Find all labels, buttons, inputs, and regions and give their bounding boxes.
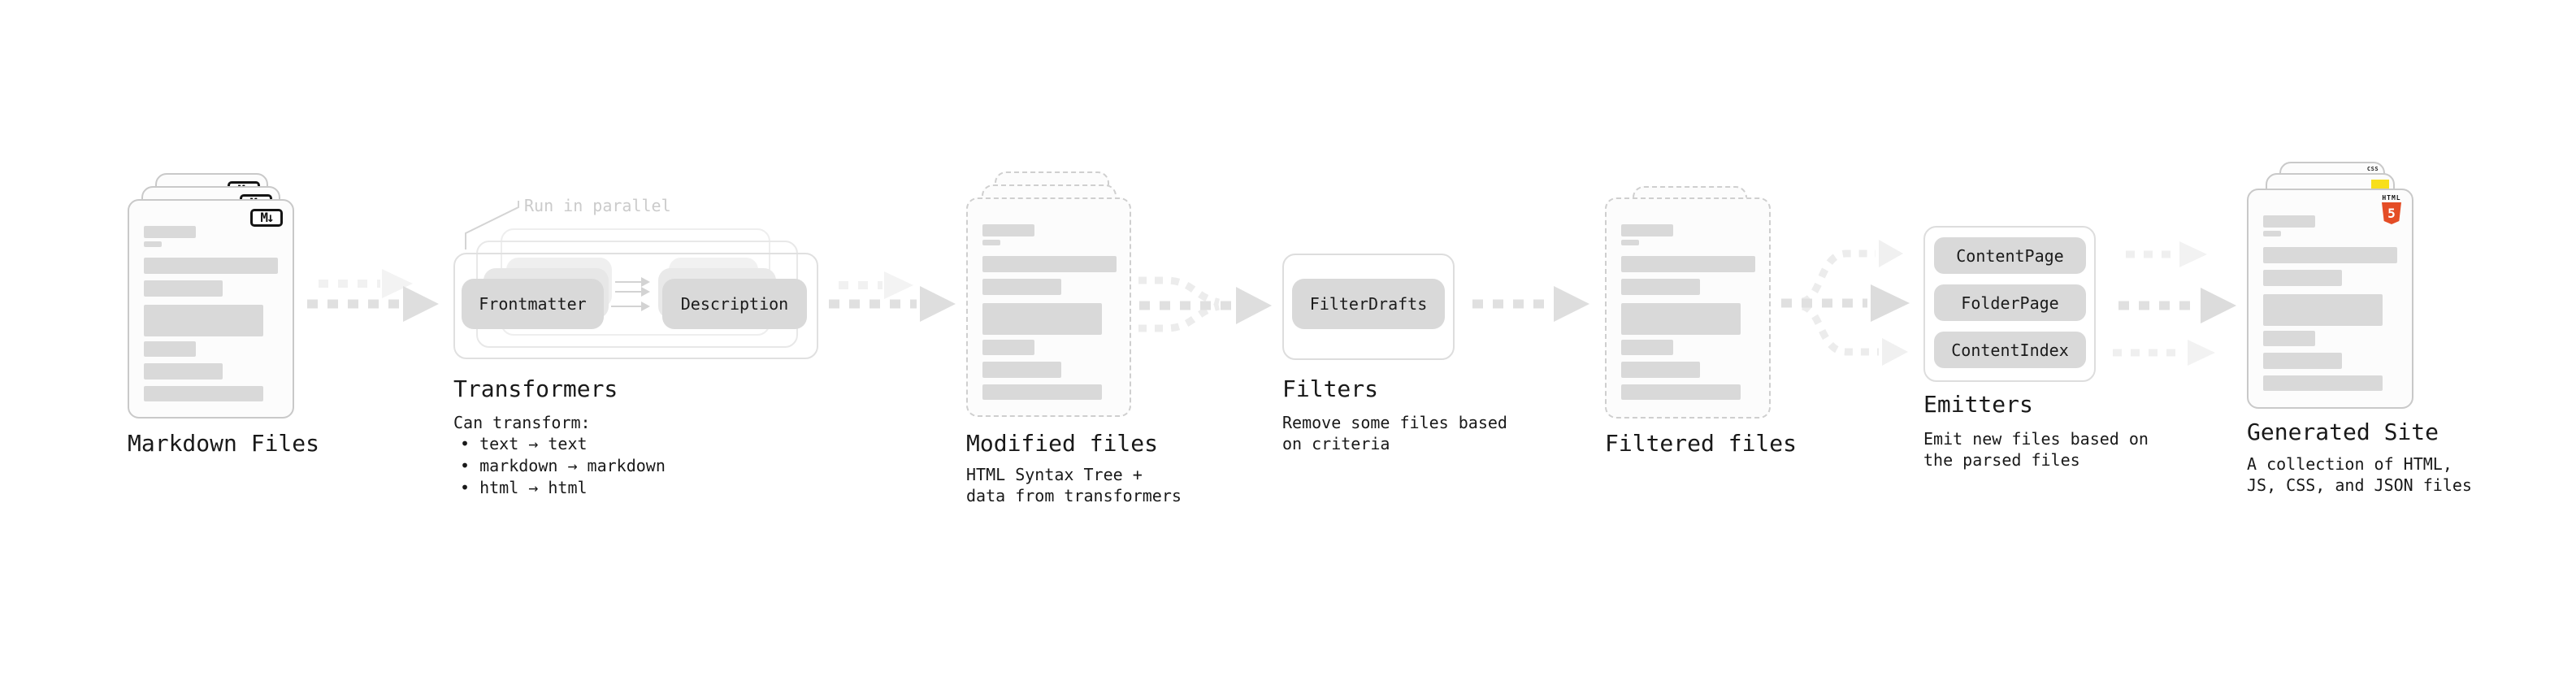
text-line-placeholder (144, 341, 196, 357)
text-line-placeholder (144, 386, 263, 401)
text-line-placeholder (1621, 384, 1741, 400)
text-line-placeholder (1621, 279, 1700, 295)
modified-file-card-front (966, 197, 1131, 417)
text-line-placeholder (982, 362, 1061, 378)
transformers-note-heading: Can transform: (453, 413, 591, 432)
text-line-placeholder (982, 256, 1117, 272)
text-line-placeholder (1621, 340, 1673, 355)
text-line-placeholder (982, 224, 1034, 236)
arrow-filters-to-filtered (1472, 286, 1589, 322)
text-line-placeholder (144, 363, 223, 380)
text-line-placeholder (144, 280, 223, 297)
filters-note: Remove some files based on criteria (1282, 412, 1507, 454)
filtered-files-label: Filtered files (1605, 430, 1798, 457)
text-line-placeholder (982, 240, 1000, 245)
generated-site-note: A collection of HTML, JS, CSS, and JSON … (2247, 453, 2472, 496)
html5-icon-shield: 5 (2382, 202, 2401, 224)
text-line-placeholder (144, 258, 278, 274)
transformers-note-list: text → text markdown → markdown html → h… (460, 433, 666, 499)
text-line-placeholder (144, 241, 162, 247)
transform-item: markdown → markdown (460, 455, 666, 477)
transformers-label: Transformers (453, 375, 618, 402)
contentpage-pill: ContentPage (1934, 237, 2086, 274)
css-icon-label: CSS (2366, 166, 2379, 172)
text-line-placeholder (1621, 224, 1673, 236)
site-file-card-front: HTML 5 (2247, 189, 2413, 409)
filters-label: Filters (1282, 375, 1379, 402)
arrow-markdown-to-transformers (307, 269, 439, 322)
arrow-frontmatter-to-description (611, 277, 650, 311)
arrow-modified-to-filters-merge (1138, 276, 1272, 332)
text-line-placeholder (1621, 303, 1741, 335)
contentindex-pill: ContentIndex (1934, 332, 2086, 368)
filters-frame (1282, 254, 1455, 360)
filtered-file-card-front (1605, 197, 1771, 419)
transformer-frame-front (453, 253, 818, 359)
html5-icon-word: HTML (2382, 194, 2401, 202)
text-line-placeholder (1621, 362, 1700, 378)
emitters-label: Emitters (1923, 391, 2033, 418)
text-line-placeholder (2263, 331, 2315, 346)
text-line-placeholder (144, 226, 196, 238)
text-line-placeholder (2263, 270, 2342, 286)
text-line-placeholder (2263, 353, 2342, 369)
text-line-placeholder (144, 305, 263, 336)
text-line-placeholder (982, 384, 1102, 400)
note-line: data from transformers (966, 486, 1182, 505)
emitters-frame (1923, 226, 2096, 382)
note-line: Remove some files based (1282, 413, 1507, 432)
html5-icon-number: 5 (2387, 206, 2396, 221)
note-line: Emit new files based on (1923, 429, 2149, 449)
text-line-placeholder (1621, 240, 1639, 245)
transform-item: html → html (460, 477, 666, 499)
text-line-placeholder (982, 303, 1102, 335)
arrow-emitters-to-site (2113, 241, 2236, 366)
text-line-placeholder (2263, 215, 2315, 228)
filterdrafts-pill: FilterDrafts (1292, 279, 1445, 329)
run-in-parallel-annotation: Run in parallel (524, 196, 671, 215)
folderpage-pill: FolderPage (1934, 284, 2086, 321)
emitters-note: Emit new files based on the parsed files (1923, 428, 2149, 471)
html5-icon: HTML 5 (2381, 194, 2402, 224)
text-line-placeholder (2263, 375, 2383, 391)
text-line-placeholder (2263, 294, 2383, 326)
markdown-icon: M↓ (250, 209, 283, 227)
note-line: the parsed files (1923, 450, 2080, 470)
text-line-placeholder (982, 279, 1061, 295)
modified-files-note: HTML Syntax Tree + data from transformer… (966, 464, 1182, 506)
text-line-placeholder (982, 340, 1034, 355)
note-line: JS, CSS, and JSON files (2247, 475, 2472, 495)
run-in-parallel-leader-line (465, 201, 519, 249)
note-line: A collection of HTML, (2247, 454, 2452, 474)
description-pill: Description (662, 279, 807, 329)
transform-item: text → text (460, 433, 666, 455)
arrow-transformers-to-modified (829, 271, 956, 322)
note-line: HTML Syntax Tree + (966, 465, 1143, 484)
markdown-files-label: Markdown Files (128, 430, 320, 457)
text-line-placeholder (2263, 247, 2397, 263)
modified-files-label: Modified files (966, 430, 1159, 457)
arrow-filtered-to-emitters-fanout (1781, 240, 1910, 366)
text-line-placeholder (2263, 231, 2281, 236)
text-line-placeholder (1621, 256, 1755, 272)
markdown-file-card-front: M↓ (128, 199, 294, 419)
generated-site-label: Generated Site (2247, 419, 2439, 445)
note-line: on criteria (1282, 434, 1390, 453)
frontmatter-pill: Frontmatter (462, 279, 604, 329)
